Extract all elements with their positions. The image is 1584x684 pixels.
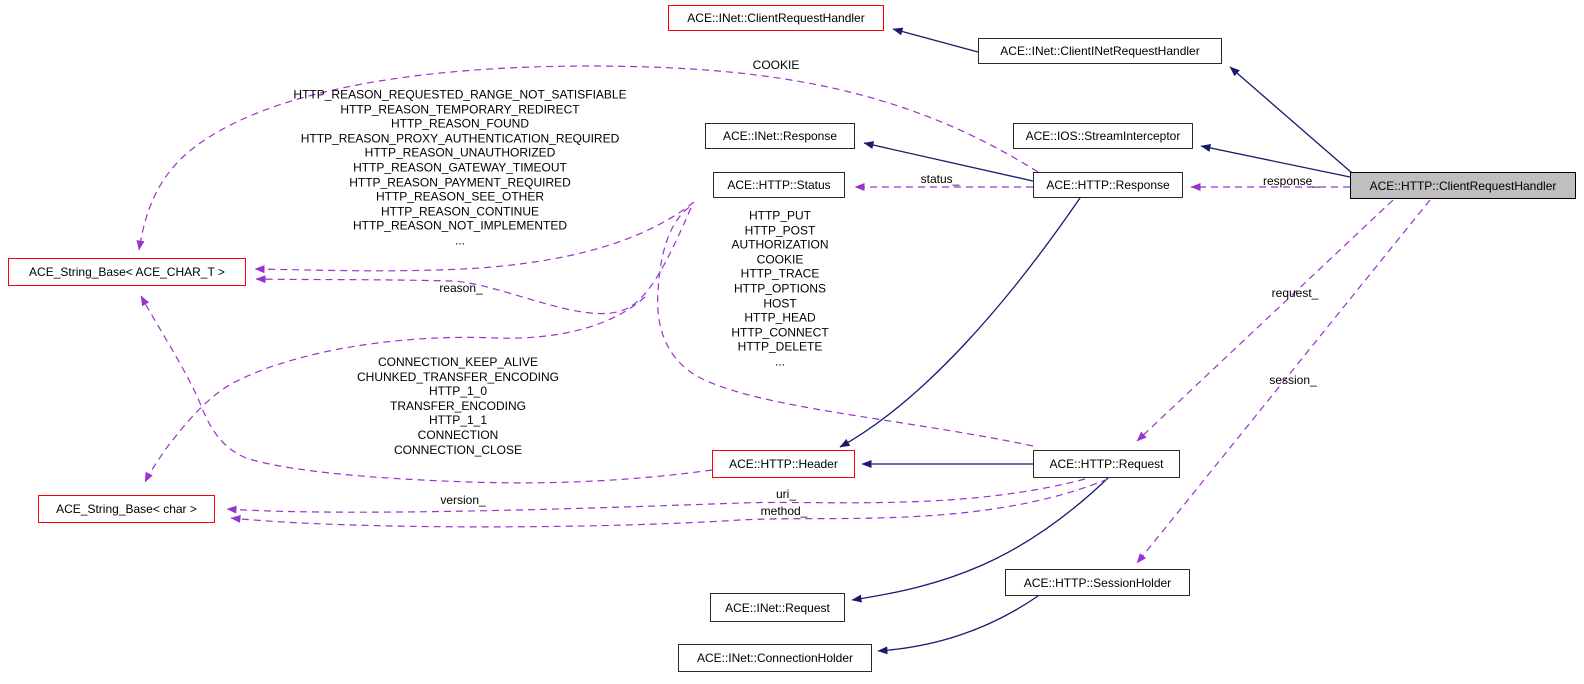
edge-label-line: HTTP_REASON_PROXY_AUTHENTICATION_REQUIRE… <box>300 131 620 146</box>
node-ace-inet-request[interactable]: ACE::INet::Request <box>710 593 845 622</box>
node-label: ACE::INet::ClientINetRequestHandler <box>1000 44 1200 58</box>
edge-inherit-httprequest-to-inetrequest <box>851 477 1109 603</box>
edge-label-line: HTTP_CONNECT <box>731 325 829 340</box>
edge-label-reason: reason_ <box>439 281 483 295</box>
edge-label-line: HTTP_PUT <box>748 208 811 223</box>
edge-label-line: HTTP_1_0 <box>428 384 488 399</box>
edge-label-line: HTTP_REASON_NOT_IMPLEMENTED <box>352 219 568 234</box>
edge-inherit-httpresponse-to-header <box>839 197 1081 448</box>
edge-label-line: HTTP_HEAD <box>744 310 816 325</box>
edge-inherit-httpcrh-to-clientinet <box>1229 66 1353 174</box>
node-label: ACE::HTTP::Response <box>1046 178 1170 192</box>
edge-label-line: CHUNKED_TRANSFER_ENCODING <box>356 369 560 384</box>
node-ace-inet-clientinetrequesthandler[interactable]: ACE::INet::ClientINetRequestHandler <box>978 38 1222 64</box>
node-ace-http-header[interactable]: ACE::HTTP::Header <box>712 450 855 478</box>
edge-label-line: ... <box>774 354 785 369</box>
edge-label-request: request_ <box>1271 286 1319 300</box>
edge-label-line: HTTP_REASON_TEMPORARY_REDIRECT <box>340 102 580 117</box>
edge-inherit-clientinet-to-inetclientrequesthandler <box>892 27 979 53</box>
edge-label-line: HTTP_OPTIONS <box>733 281 826 296</box>
edge-use-request <box>1136 199 1394 442</box>
edge-label-cookie: COOKIE <box>752 58 800 72</box>
edge-label-uri: uri_ <box>775 487 797 501</box>
edge-label-line: CONNECTION_KEEP_ALIVE <box>377 354 539 369</box>
edge-inherit-httpcrh-to-streaminterceptor <box>1200 144 1351 178</box>
edge-use-cookie <box>136 65 1039 251</box>
node-label: ACE::HTTP::Status <box>727 178 831 192</box>
node-label: ACE::HTTP::Header <box>729 457 838 471</box>
node-ace-inet-clientrequesthandler[interactable]: ACE::INet::ClientRequestHandler <box>668 5 884 31</box>
edge-label-line: AUTHORIZATION <box>731 237 829 252</box>
edge-label-method: method_ <box>760 504 808 518</box>
edge-label-line: COOKIE <box>756 252 804 267</box>
edge-inherit-sessionholder-to-connectionholder <box>877 595 1039 655</box>
node-ace-http-sessionholder[interactable]: ACE::HTTP::SessionHolder <box>1005 569 1190 596</box>
edge-label-line: HTTP_TRACE <box>740 267 820 282</box>
edge-use-reason-lower <box>255 207 692 315</box>
edge-use-to-stringchar-top <box>144 296 646 483</box>
edge-label-version: version_ <box>440 493 486 507</box>
edge-use-header-constants <box>140 295 713 484</box>
edge-label-line: HTTP_REASON_SEE_OTHER <box>375 189 545 204</box>
edge-label-line: HTTP_REASON_FOUND <box>390 116 530 131</box>
edge-label-line: HTTP_1_1 <box>428 413 488 428</box>
edge-label-line: HTTP_REASON_CONTINUE <box>380 204 540 219</box>
node-label: ACE::HTTP::SessionHolder <box>1023 575 1172 590</box>
edge-label-line: HTTP_REASON_PAYMENT_REQUIRED <box>349 175 571 190</box>
node-label: ACE_String_Base< ACE_CHAR_T > <box>29 265 225 279</box>
edge-use-uri <box>226 478 1086 514</box>
edge-label-http-reason-constants: HTTP_REASON_REQUESTED_RANGE_NOT_SATISFIA… <box>293 88 626 249</box>
edge-use-reason-upper <box>254 201 695 274</box>
node-label: ACE::INet::Response <box>722 129 838 143</box>
node-ace-string-base-ace-char-t[interactable]: ACE_String_Base< ACE_CHAR_T > <box>8 258 246 286</box>
edge-label-line: CONNECTION_CLOSE <box>393 442 523 457</box>
node-label: ACE_String_Base< char > <box>56 502 197 516</box>
edge-use-session <box>1136 199 1431 564</box>
edge-label-line: ... <box>454 233 466 248</box>
edge-label-line: HTTP_REASON_GATEWAY_TIMEOUT <box>353 160 567 175</box>
node-label: ACE::IOS::StreamInterceptor <box>1025 129 1181 143</box>
edge-use-request-constants-scurve <box>657 205 1034 447</box>
edge-label-status: status_ <box>920 172 960 186</box>
node-label: ACE::HTTP::ClientRequestHandler <box>1369 178 1557 193</box>
edge-label-line: HTTP_POST <box>744 223 816 238</box>
edge-label-line: CONNECTION <box>417 427 499 442</box>
edge-inherit-httpresponse-to-inetresponse <box>863 141 1034 182</box>
node-label: ACE::INet::ClientRequestHandler <box>687 11 865 25</box>
node-ace-inet-response[interactable]: ACE::INet::Response <box>705 123 855 149</box>
node-ace-string-base-char[interactable]: ACE_String_Base< char > <box>38 495 215 523</box>
node-label: ACE::INet::ConnectionHolder <box>696 651 854 665</box>
node-label: ACE::INet::Request <box>725 600 830 615</box>
node-ace-http-clientrequesthandler: ACE::HTTP::ClientRequestHandler <box>1350 172 1576 199</box>
node-ace-http-response[interactable]: ACE::HTTP::Response <box>1033 172 1183 198</box>
edge-label-line: HTTP_DELETE <box>737 340 823 355</box>
node-ace-http-status[interactable]: ACE::HTTP::Status <box>713 172 845 198</box>
node-ace-ios-streaminterceptor[interactable]: ACE::IOS::StreamInterceptor <box>1013 123 1193 149</box>
edge-label-line: HTTP_REASON_UNAUTHORIZED <box>364 146 556 161</box>
node-ace-http-request[interactable]: ACE::HTTP::Request <box>1033 450 1180 478</box>
edge-label-line: HTTP_REASON_REQUESTED_RANGE_NOT_SATISFIA… <box>293 87 627 102</box>
node-ace-inet-connectionholder[interactable]: ACE::INet::ConnectionHolder <box>678 644 872 672</box>
edge-label-line: HOST <box>763 296 797 311</box>
node-label: ACE::HTTP::Request <box>1049 457 1164 471</box>
edge-use-method <box>230 478 1109 528</box>
edge-label-session: session_ <box>1269 373 1317 387</box>
edge-label-response: response_ <box>1262 174 1320 188</box>
edge-label-line: TRANSFER_ENCODING <box>389 398 526 413</box>
